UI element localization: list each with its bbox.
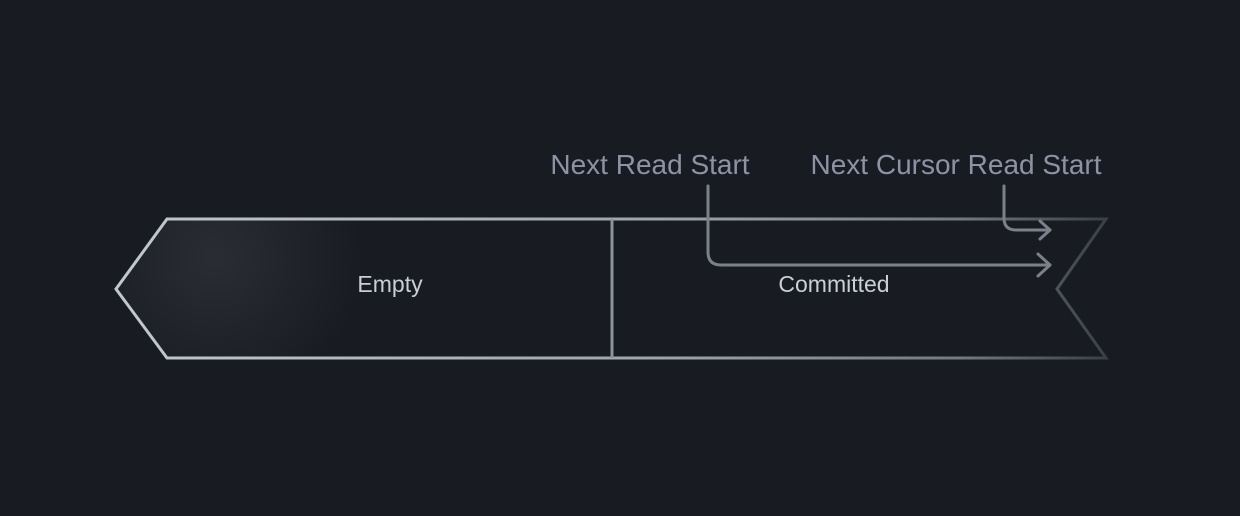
pointer-label-next-cursor-read-start: Next Cursor Read Start [811, 149, 1102, 180]
next-cursor-read-start-arrow [1002, 184, 1052, 232]
next-cursor-read-start-arrowhead-icon [1038, 219, 1052, 241]
next-read-start-arrowhead-icon [1036, 252, 1052, 278]
segment-label-committed: Committed [778, 271, 889, 297]
segment-label-empty: Empty [357, 271, 423, 297]
pointer-label-next-read-start: Next Read Start [550, 149, 749, 180]
next-read-start-arrow [706, 184, 1052, 267]
